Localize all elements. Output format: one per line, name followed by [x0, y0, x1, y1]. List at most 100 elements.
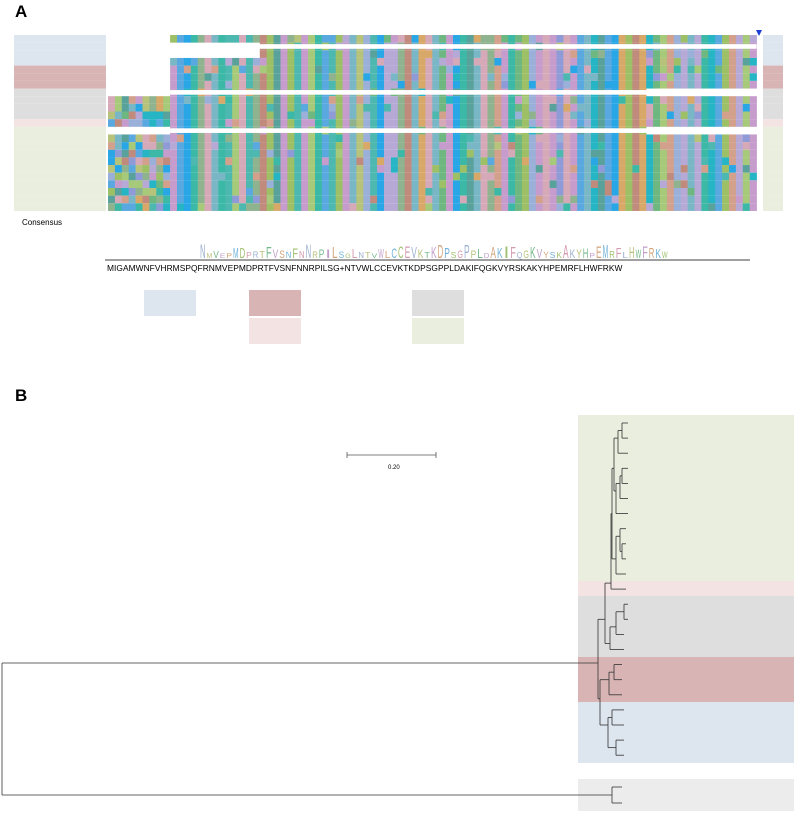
residue-cell [335, 96, 343, 104]
residue-cell [349, 172, 357, 181]
residue-cell [114, 188, 123, 196]
residue-cell [328, 119, 336, 127]
logo-letter: F [266, 245, 272, 262]
residue-cell [211, 149, 219, 158]
residue-cell [363, 172, 371, 181]
residue-cell [494, 65, 502, 74]
residue-cell [625, 134, 633, 143]
residue-cell [418, 65, 426, 74]
residue-cell [735, 203, 744, 211]
residue-cell [687, 35, 695, 43]
residue-cell [735, 157, 744, 166]
residue-cell [722, 96, 730, 104]
residue-cell [542, 188, 550, 196]
residue-cell [432, 73, 440, 81]
residue-cell [280, 149, 288, 158]
residue-cell [135, 103, 143, 112]
residue-cell [549, 50, 557, 58]
logo-letter: A [563, 242, 569, 262]
residue-cell [252, 80, 261, 89]
residue-cell [735, 172, 744, 181]
residue-cell [163, 119, 171, 127]
residue-cell [473, 119, 481, 127]
residue-cell [666, 188, 675, 196]
residue-cell [735, 96, 744, 104]
residue-cell [570, 195, 578, 204]
residue-cell [522, 80, 530, 89]
residue-cell [556, 80, 564, 89]
residue-cell [549, 80, 557, 89]
residue-cell [618, 149, 626, 158]
residue-cell [459, 111, 468, 120]
residue-cell [646, 142, 654, 150]
logo-letter: N [299, 250, 305, 261]
residue-cell [259, 103, 267, 112]
residue-cell [446, 111, 454, 120]
residue-cell [453, 149, 461, 158]
residue-cell [377, 134, 385, 143]
residue-cell [294, 180, 302, 188]
residue-cell [653, 142, 661, 150]
residue-cell [487, 134, 495, 143]
residue-cell [597, 111, 606, 120]
residue-cell [108, 96, 116, 104]
residue-cell [135, 119, 143, 127]
logo-letter: W [378, 246, 384, 261]
logo-letter: Y [543, 250, 549, 260]
logo-letter: R [312, 250, 318, 260]
logo-letter: G [345, 254, 351, 260]
residue-cell [508, 96, 516, 104]
residue-cell [666, 73, 675, 81]
residue-cell [570, 50, 578, 58]
residue-cell [535, 142, 543, 150]
residue-cell [708, 172, 716, 181]
logo-letter: C [391, 245, 397, 261]
residue-cell [114, 119, 123, 127]
residue-cell [287, 172, 295, 181]
residue-cell [735, 80, 744, 89]
residue-cell [266, 165, 274, 173]
residue-cell [439, 172, 447, 181]
residue-cell [349, 73, 357, 81]
residue-cell [432, 180, 440, 188]
residue-cell [197, 195, 205, 204]
residue-cell [666, 180, 675, 188]
residue-cell [377, 119, 385, 127]
residue-cell [328, 57, 336, 66]
residue-cell [149, 157, 157, 166]
length-shade-11 [763, 119, 783, 127]
residue-cell [177, 65, 185, 74]
residue-cell [625, 165, 633, 173]
residue-cell [653, 96, 661, 104]
residue-cell [432, 57, 440, 66]
residue-cell [259, 134, 267, 143]
residue-cell [280, 65, 288, 74]
residue-cell [515, 57, 523, 66]
residue-cell [715, 149, 723, 158]
logo-letter: L [385, 250, 391, 261]
residue-cell [597, 119, 606, 127]
residue-cell [715, 134, 723, 143]
residue-cell [183, 134, 192, 143]
residue-cell [114, 157, 123, 166]
residue-cell [108, 119, 116, 127]
logo-letter: F [616, 245, 622, 262]
residue-cell [666, 149, 675, 158]
residue-cell [342, 50, 350, 58]
residue-cell [535, 80, 543, 89]
logo-letter: M [603, 242, 609, 262]
residue-cell [190, 57, 198, 66]
residue-cell [425, 195, 433, 204]
residue-cell [501, 119, 509, 127]
logo-letter: E [220, 254, 226, 260]
residue-cell [432, 35, 440, 43]
residue-cell [384, 96, 392, 104]
residue-cell [335, 50, 343, 58]
residue-cell [197, 111, 205, 120]
residue-cell [335, 57, 343, 66]
residue-cell [218, 203, 226, 211]
residue-cell [494, 73, 502, 81]
residue-cell [356, 157, 364, 166]
residue-cell [722, 57, 730, 66]
residue-cell [370, 134, 378, 143]
